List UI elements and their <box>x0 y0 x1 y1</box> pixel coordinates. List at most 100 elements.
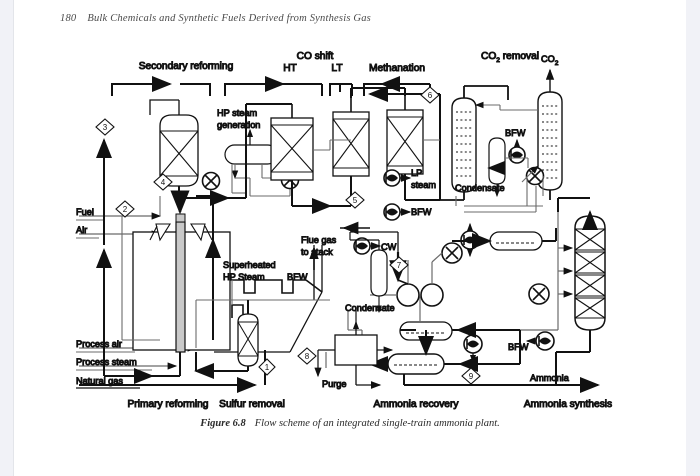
label-hp-steam: HP Steam <box>223 272 265 282</box>
label-process-steam: Process steam <box>76 357 137 367</box>
ammonia-separator-3 <box>387 353 445 375</box>
marker-1: 1 <box>258 358 276 376</box>
ammonia-converter <box>574 215 606 331</box>
flue-gas-knockout-drum <box>349 231 409 314</box>
hp-steam-drum <box>224 128 278 165</box>
syngas-compressor-2 <box>396 283 420 307</box>
label-co-shift: CO shift <box>297 51 334 62</box>
label-flue-gas-line2: to stack <box>301 247 333 257</box>
co2-removal-rest: removal <box>500 51 539 62</box>
stream-label-group: Fuel Air Process air Process steam Natur… <box>76 54 571 390</box>
marker-2-label: 2 <box>123 205 128 214</box>
bfw-synloop-exchanger <box>525 331 555 351</box>
running-head-title: Bulk Chemicals and Synthetic Fuels Deriv… <box>87 13 371 24</box>
label-air: Air <box>76 225 87 235</box>
converter-quench-lines <box>520 212 574 331</box>
furnace-thin-piping <box>121 196 232 348</box>
marker-9-label: 9 <box>469 372 474 381</box>
co2-removal-sub: 2 <box>496 57 500 64</box>
label-lp-steam-line2: steam <box>411 180 436 190</box>
marker-3: 3 <box>95 118 115 136</box>
label-lp-steam-line1: LP <box>411 168 422 178</box>
label-natural-gas: Natural gas <box>76 376 123 386</box>
marker-5: 5 <box>345 191 365 209</box>
marker-9: 9 <box>461 367 481 385</box>
ammonia-recovery-thin-piping <box>325 252 443 368</box>
label-ht: HT <box>283 63 297 74</box>
recycle-compressor <box>441 242 463 264</box>
lp-steam-exchanger <box>383 169 412 187</box>
sulfur-removal-vessel <box>237 313 259 367</box>
label-co2-product: CO2 <box>541 54 559 67</box>
figure-caption: Figure 6.8 Flow scheme of an integrated s… <box>0 418 700 429</box>
page-number: 180 <box>60 13 77 24</box>
cw-exchanger <box>353 237 382 255</box>
methanator <box>386 96 424 175</box>
label-sulfur-removal: Sulfur removal <box>219 399 285 410</box>
label-ammonia-synthesis: Ammonia synthesis <box>524 399 612 410</box>
section-bracket-arrows <box>111 76 431 96</box>
marker-6-label: 6 <box>428 91 433 100</box>
marker-2: 2 <box>115 200 135 218</box>
secondary-reformer-outlet <box>178 186 246 206</box>
label-co2-removal: CO2 removal <box>481 51 539 64</box>
co2-section-thin-piping <box>455 101 544 213</box>
ht-shift-converter <box>270 104 314 181</box>
syngas-compressor-1 <box>420 283 444 307</box>
label-condensate-co2: Condensate <box>455 183 505 193</box>
page-right-margin <box>686 0 700 476</box>
label-ammonia: Ammonia <box>530 373 570 383</box>
marker-4: 4 <box>153 173 173 191</box>
convection-bank <box>214 280 330 305</box>
label-bfw-shift: BFW <box>411 207 432 217</box>
co2-removal-main: CO <box>481 51 496 62</box>
label-primary-reforming: Primary reforming <box>128 399 209 410</box>
ammonia-chiller-2 <box>463 334 483 364</box>
marker-7: 7 <box>389 256 409 274</box>
marker-1-label: 1 <box>265 363 270 372</box>
hp-steam-exchanger <box>201 171 221 191</box>
label-flue-gas-line1: Flue gas <box>301 235 337 245</box>
co2-absorber <box>451 97 477 193</box>
marker-8-label: 8 <box>305 352 310 361</box>
label-fuel: Fuel <box>76 207 94 217</box>
stream-marker-group: 1 2 3 4 5 <box>95 86 481 385</box>
ammonia-separator-1 <box>489 231 543 251</box>
figure-caption-label: Figure 6.8 <box>200 418 246 429</box>
purge-recovery-unit <box>314 310 394 389</box>
label-condensate-flue: Condensate <box>345 303 395 313</box>
marker-4-label: 4 <box>161 178 166 187</box>
synloop-exchanger <box>528 283 550 305</box>
co2-section-piping <box>440 85 551 201</box>
running-head: 180 Bulk Chemicals and Synthetic Fuels De… <box>60 13 371 24</box>
label-cw: CW <box>381 242 397 252</box>
convection-coils <box>230 279 323 318</box>
fuel-air-inlet-lines <box>79 212 162 238</box>
shift-thin-piping <box>313 139 440 151</box>
marker-8: 8 <box>297 347 317 365</box>
label-hp-steam-generation-line1: HP steam <box>217 108 258 118</box>
co2-bfw-exchanger <box>508 138 526 164</box>
label-superheated: Superheated <box>223 260 276 270</box>
label-secondary-reforming: Secondary reforming <box>139 61 234 72</box>
converter-feed-piping <box>404 197 600 393</box>
marker-3-label: 3 <box>103 123 108 132</box>
label-methanation: Methanation <box>369 63 425 74</box>
marker-6: 6 <box>420 86 440 104</box>
co2-lean-rich-exchanger <box>525 166 545 186</box>
page-left-margin <box>0 0 14 476</box>
sulfur-removal-piping <box>194 300 249 379</box>
primary-reformer-furnace <box>132 213 231 353</box>
label-purge: Purge <box>322 379 347 389</box>
label-bfw-co2: BFW <box>505 128 526 138</box>
label-process-air: Process air <box>76 339 122 349</box>
label-lt: LT <box>331 63 342 74</box>
lt-shift-converter <box>332 98 370 177</box>
figure-caption-text: Flow scheme of an integrated single-trai… <box>254 418 500 429</box>
label-bfw-synloop: BFW <box>508 342 529 352</box>
secondary-reformer <box>149 99 199 198</box>
marker-7-label: 7 <box>397 261 402 270</box>
